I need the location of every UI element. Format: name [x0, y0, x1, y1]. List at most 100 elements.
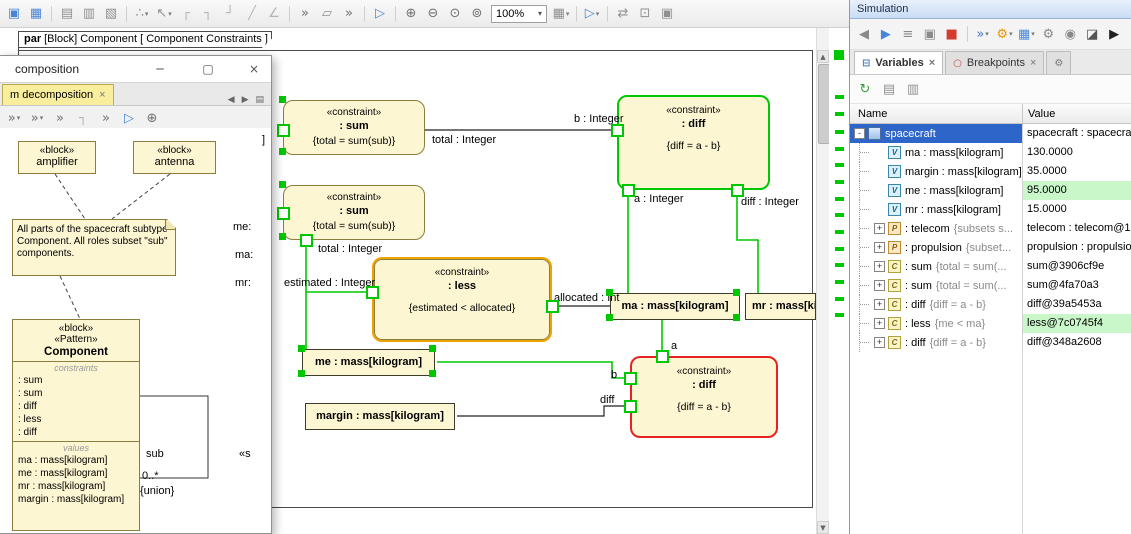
value-item[interactable]: mr : mass[kilogram]	[18, 481, 106, 492]
green-marker[interactable]	[835, 130, 844, 134]
part-mr[interactable]: mr : mass[kilogram]	[745, 293, 816, 320]
expand-toggle[interactable]: +	[874, 337, 885, 348]
part-me[interactable]: me : mass[kilogram]	[302, 349, 435, 376]
animation-speed-icon[interactable]: ⚙	[995, 24, 1015, 44]
overflow-chevron-icon[interactable]: »	[27, 108, 47, 128]
ui-config-icon[interactable]: ▦	[1016, 24, 1036, 44]
value-cell[interactable]: diff@39a5453a	[1022, 295, 1131, 314]
bend-path-icon[interactable]: ┘	[226, 6, 234, 21]
separator[interactable]	[966, 26, 968, 42]
name-cell[interactable]: + C : sum {total = sum(...	[850, 257, 1022, 276]
zoom-out-icon[interactable]: ⊖	[427, 6, 439, 21]
grid-options-icon[interactable]: ▦	[551, 4, 571, 24]
table-row[interactable]: + C : less {me < ma} less@7c0745f4	[850, 314, 1131, 333]
green-marker[interactable]	[835, 213, 844, 217]
value-cell[interactable]: diff@348a2608	[1022, 333, 1131, 352]
constraint-sum-2[interactable]: «constraint» : sum {total = sum(sub)}	[283, 185, 425, 240]
column-header-value[interactable]: Value	[1022, 104, 1131, 123]
port-a[interactable]	[656, 350, 669, 363]
constraint-item[interactable]: : diff	[18, 427, 37, 438]
expand-toggle[interactable]: +	[874, 280, 885, 291]
green-marker[interactable]	[835, 313, 844, 317]
selection-handle[interactable]	[429, 345, 436, 352]
value-cell[interactable]: telecom : telecom@17...	[1022, 219, 1131, 238]
related-diagram-icon[interactable]: ⇄	[617, 6, 629, 21]
resume-icon[interactable]: ▶	[880, 26, 891, 42]
expand-toggle[interactable]: +	[874, 223, 885, 234]
close-button[interactable]: ×	[248, 62, 260, 76]
connector-me-to-diff2-b[interactable]	[437, 361, 626, 379]
auto-advance-icon[interactable]: »	[973, 24, 993, 44]
tab-decomposition[interactable]: m decomposition ×	[2, 84, 114, 105]
tab-variables[interactable]: ⊟ Variables ×	[854, 51, 944, 74]
run-config-icon[interactable]: ▣	[923, 26, 936, 42]
overflow-chevron-icon[interactable]: »	[102, 110, 110, 126]
block-antenna[interactable]: «block» antenna	[133, 141, 216, 174]
constraint-item[interactable]: : diff	[18, 401, 37, 412]
terminate-icon[interactable]: ■	[945, 26, 958, 42]
scroll-up-icon[interactable]: ▲	[817, 50, 829, 63]
value-cell[interactable]: propulsion : propulsion...	[1022, 238, 1131, 257]
block-amplifier[interactable]: «block» amplifier	[18, 141, 96, 174]
port[interactable]	[277, 124, 290, 137]
oblique-path-icon[interactable]: ╱	[248, 6, 256, 21]
new-diagram-icon[interactable]: ▣	[7, 6, 21, 21]
green-marker[interactable]	[835, 297, 844, 301]
console-icon[interactable]: ◪	[1086, 26, 1099, 42]
paste-icon[interactable]: ▥	[82, 6, 96, 21]
maximize-button[interactable]: ▢	[202, 62, 214, 76]
angle-path-icon[interactable]: ∠	[268, 6, 280, 21]
selection-handle[interactable]	[279, 181, 286, 188]
value-cell[interactable]: sum@4fa70a3	[1022, 276, 1131, 295]
green-marker[interactable]	[835, 263, 844, 267]
run-icon[interactable]: ▷	[124, 110, 134, 126]
value-cell[interactable]: 35.0000	[1022, 162, 1131, 181]
name-cell[interactable]: V me : mass[kilogram]	[850, 181, 1022, 200]
selection-handle[interactable]	[298, 345, 305, 352]
port[interactable]	[277, 207, 290, 220]
selection-handle[interactable]	[733, 289, 740, 296]
green-marker[interactable]	[835, 112, 844, 116]
table-header[interactable]: Name Value	[850, 104, 1131, 124]
overflow-chevron-icon[interactable]: »	[56, 110, 64, 126]
block-component[interactable]: «block» «Pattern» Component constraints …	[12, 319, 140, 531]
decomposition-window[interactable]: composition ─ ▢ × m decomposition × ◀ ▶ …	[0, 55, 272, 534]
selection-handle[interactable]	[279, 148, 286, 155]
table-row[interactable]: V me : mass[kilogram] 95.0000	[850, 181, 1131, 200]
name-cell[interactable]: V mr : mass[kilogram]	[850, 200, 1022, 219]
part-ma[interactable]: ma : mass[kilogram]	[610, 293, 740, 320]
table-row[interactable]: - spacecraft spacecraft : spacecra	[850, 124, 1131, 143]
table-row[interactable]: V ma : mass[kilogram] 130.0000	[850, 143, 1131, 162]
shape-tool-icon[interactable]: ▱	[322, 6, 332, 21]
zoom-icon[interactable]: ⊕	[146, 110, 158, 126]
name-cell[interactable]: V ma : mass[kilogram]	[850, 143, 1022, 162]
copy-icon[interactable]: ▤	[60, 6, 74, 21]
prev-tab-icon[interactable]: ◀	[227, 95, 235, 105]
separator[interactable]	[51, 5, 52, 22]
name-cell[interactable]: + P : telecom {subsets s...	[850, 219, 1022, 238]
tab-list-icon[interactable]: ▤	[255, 95, 264, 105]
green-marker[interactable]	[835, 230, 844, 234]
constraint-diff-bottom[interactable]: «constraint» : diff {diff = a - b}	[630, 356, 778, 438]
name-cell[interactable]: V margin : mass[kilogram]	[850, 162, 1022, 181]
zoom-fit-icon[interactable]: ⊙	[449, 6, 461, 21]
containment-tree-icon[interactable]: ∴	[132, 4, 152, 24]
value-item[interactable]: me : mass[kilogram]	[18, 468, 108, 479]
value-item[interactable]: ma : mass[kilogram]	[18, 455, 108, 466]
options-gear-icon[interactable]: ⚙	[1042, 26, 1055, 42]
connector-diff-to-mr[interactable]	[736, 191, 759, 293]
save-icon[interactable]: ▥	[906, 81, 920, 97]
path-style-icon[interactable]: ┌	[182, 6, 190, 21]
connector-margin-to-diff[interactable]	[457, 405, 626, 417]
window-tile-icon[interactable]: ▦	[29, 6, 43, 21]
constraint-item[interactable]: : sum	[18, 388, 43, 399]
table-row[interactable]: V margin : mass[kilogram] 35.0000	[850, 162, 1131, 181]
overflow-chevron-icon[interactable]: »	[345, 6, 353, 21]
table-row[interactable]: V mr : mass[kilogram] 15.0000	[850, 200, 1131, 219]
port-allocated[interactable]	[546, 300, 559, 313]
zoom-in-icon[interactable]: ⊕	[405, 6, 417, 21]
selection-handle[interactable]	[606, 314, 613, 321]
close-tab-icon[interactable]: ×	[928, 57, 936, 69]
green-marker[interactable]	[835, 147, 844, 151]
constraint-sum-1[interactable]: «constraint» : sum {total = sum(sub)}	[283, 100, 425, 155]
